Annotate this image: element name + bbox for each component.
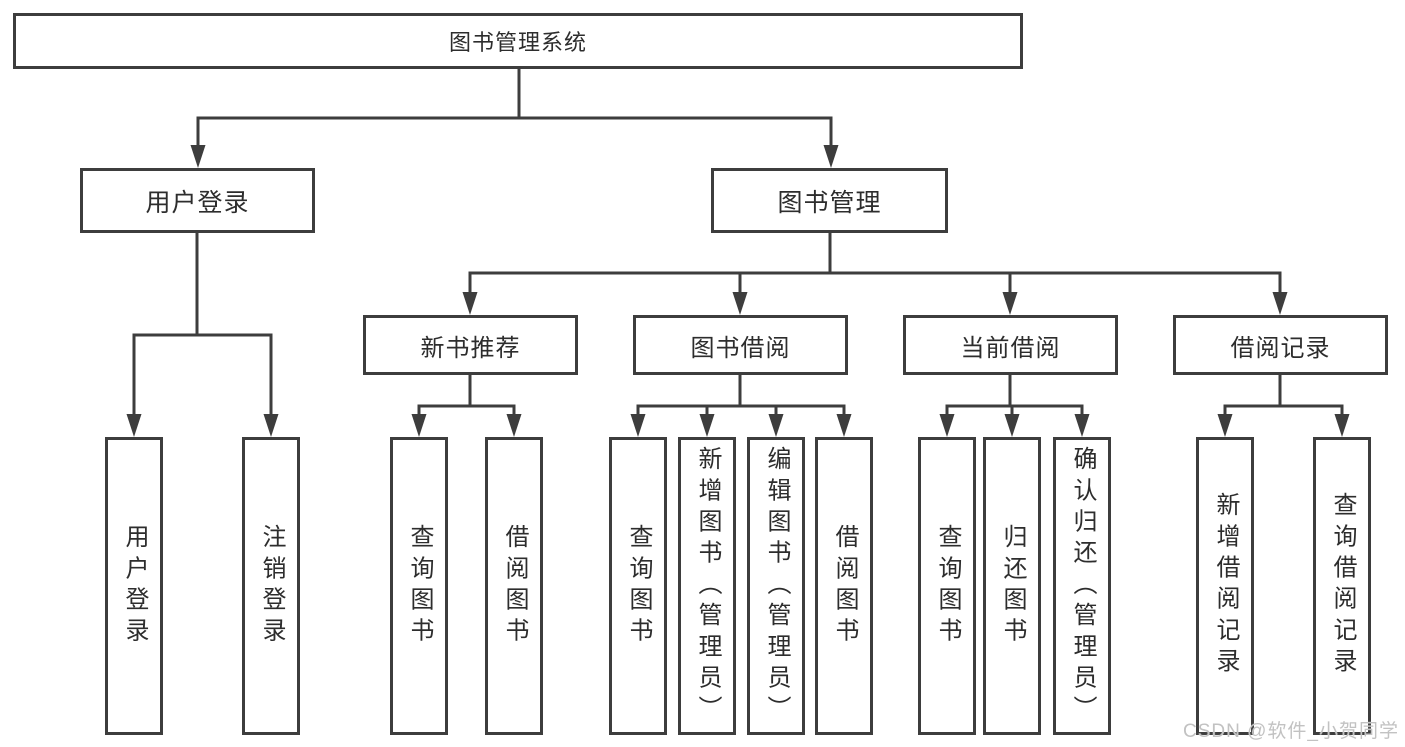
leaf-query-books-borrow: 查询图书 bbox=[609, 437, 667, 735]
csdn-watermark: CSDN @软件_小贺同学 bbox=[1183, 721, 1399, 742]
leaf-user-login-label: 用户登录 bbox=[121, 523, 148, 649]
node-user-login: 用户登录 bbox=[80, 168, 315, 233]
leaf-user-login: 用户登录 bbox=[105, 437, 163, 735]
leaf-logout: 注销登录 bbox=[242, 437, 300, 735]
node-borrow-records: 借阅记录 bbox=[1173, 315, 1388, 375]
leaf-return-books: 归还图书 bbox=[983, 437, 1041, 735]
leaf-borrow-books-label: 借阅图书 bbox=[831, 523, 858, 649]
node-borrow-records-label: 借阅记录 bbox=[1230, 334, 1331, 362]
leaf-confirm-return-admin-label: 确认归还（管理员） bbox=[1069, 445, 1096, 727]
node-book-management: 图书管理 bbox=[711, 168, 948, 233]
leaf-query-borrow-record-label: 查询借阅记录 bbox=[1329, 492, 1356, 680]
node-root-system: 图书管理系统 bbox=[13, 13, 1023, 69]
node-current-borrowing: 当前借阅 bbox=[903, 315, 1118, 375]
leaf-borrow-books-recommend-label: 借阅图书 bbox=[501, 523, 528, 649]
node-root-system-label: 图书管理系统 bbox=[448, 30, 587, 55]
leaf-query-books-current-label: 查询图书 bbox=[934, 523, 961, 649]
leaf-edit-books-admin-label: 编辑图书（管理员） bbox=[763, 445, 790, 727]
leaf-query-books-recommend-label: 查询图书 bbox=[406, 523, 433, 649]
leaf-edit-books-admin: 编辑图书（管理员） bbox=[747, 437, 805, 735]
leaf-return-books-label: 归还图书 bbox=[999, 523, 1026, 649]
leaf-borrow-books: 借阅图书 bbox=[815, 437, 873, 735]
leaf-add-borrow-record: 新增借阅记录 bbox=[1196, 437, 1254, 735]
leaf-add-borrow-record-label: 新增借阅记录 bbox=[1212, 492, 1239, 680]
node-user-login-label: 用户登录 bbox=[145, 188, 250, 217]
node-new-book-recommend-label: 新书推荐 bbox=[420, 334, 521, 362]
leaf-add-books-admin-label: 新增图书（管理员） bbox=[694, 445, 721, 727]
node-book-management-label: 图书管理 bbox=[777, 188, 882, 217]
arrowhead-icons bbox=[126, 145, 1350, 437]
leaf-confirm-return-admin: 确认归还（管理员） bbox=[1053, 437, 1111, 735]
leaf-query-books-current: 查询图书 bbox=[918, 437, 976, 735]
node-book-borrowing-label: 图书借阅 bbox=[690, 334, 791, 362]
leaf-query-books-recommend: 查询图书 bbox=[390, 437, 448, 735]
node-new-book-recommend: 新书推荐 bbox=[363, 315, 578, 375]
leaf-query-books-borrow-label: 查询图书 bbox=[625, 523, 652, 649]
leaf-borrow-books-recommend: 借阅图书 bbox=[485, 437, 543, 735]
node-book-borrowing: 图书借阅 bbox=[633, 315, 848, 375]
leaf-query-borrow-record: 查询借阅记录 bbox=[1313, 437, 1371, 735]
leaf-add-books-admin: 新增图书（管理员） bbox=[678, 437, 736, 735]
leaf-logout-label: 注销登录 bbox=[258, 523, 285, 649]
node-current-borrowing-label: 当前借阅 bbox=[960, 334, 1061, 362]
